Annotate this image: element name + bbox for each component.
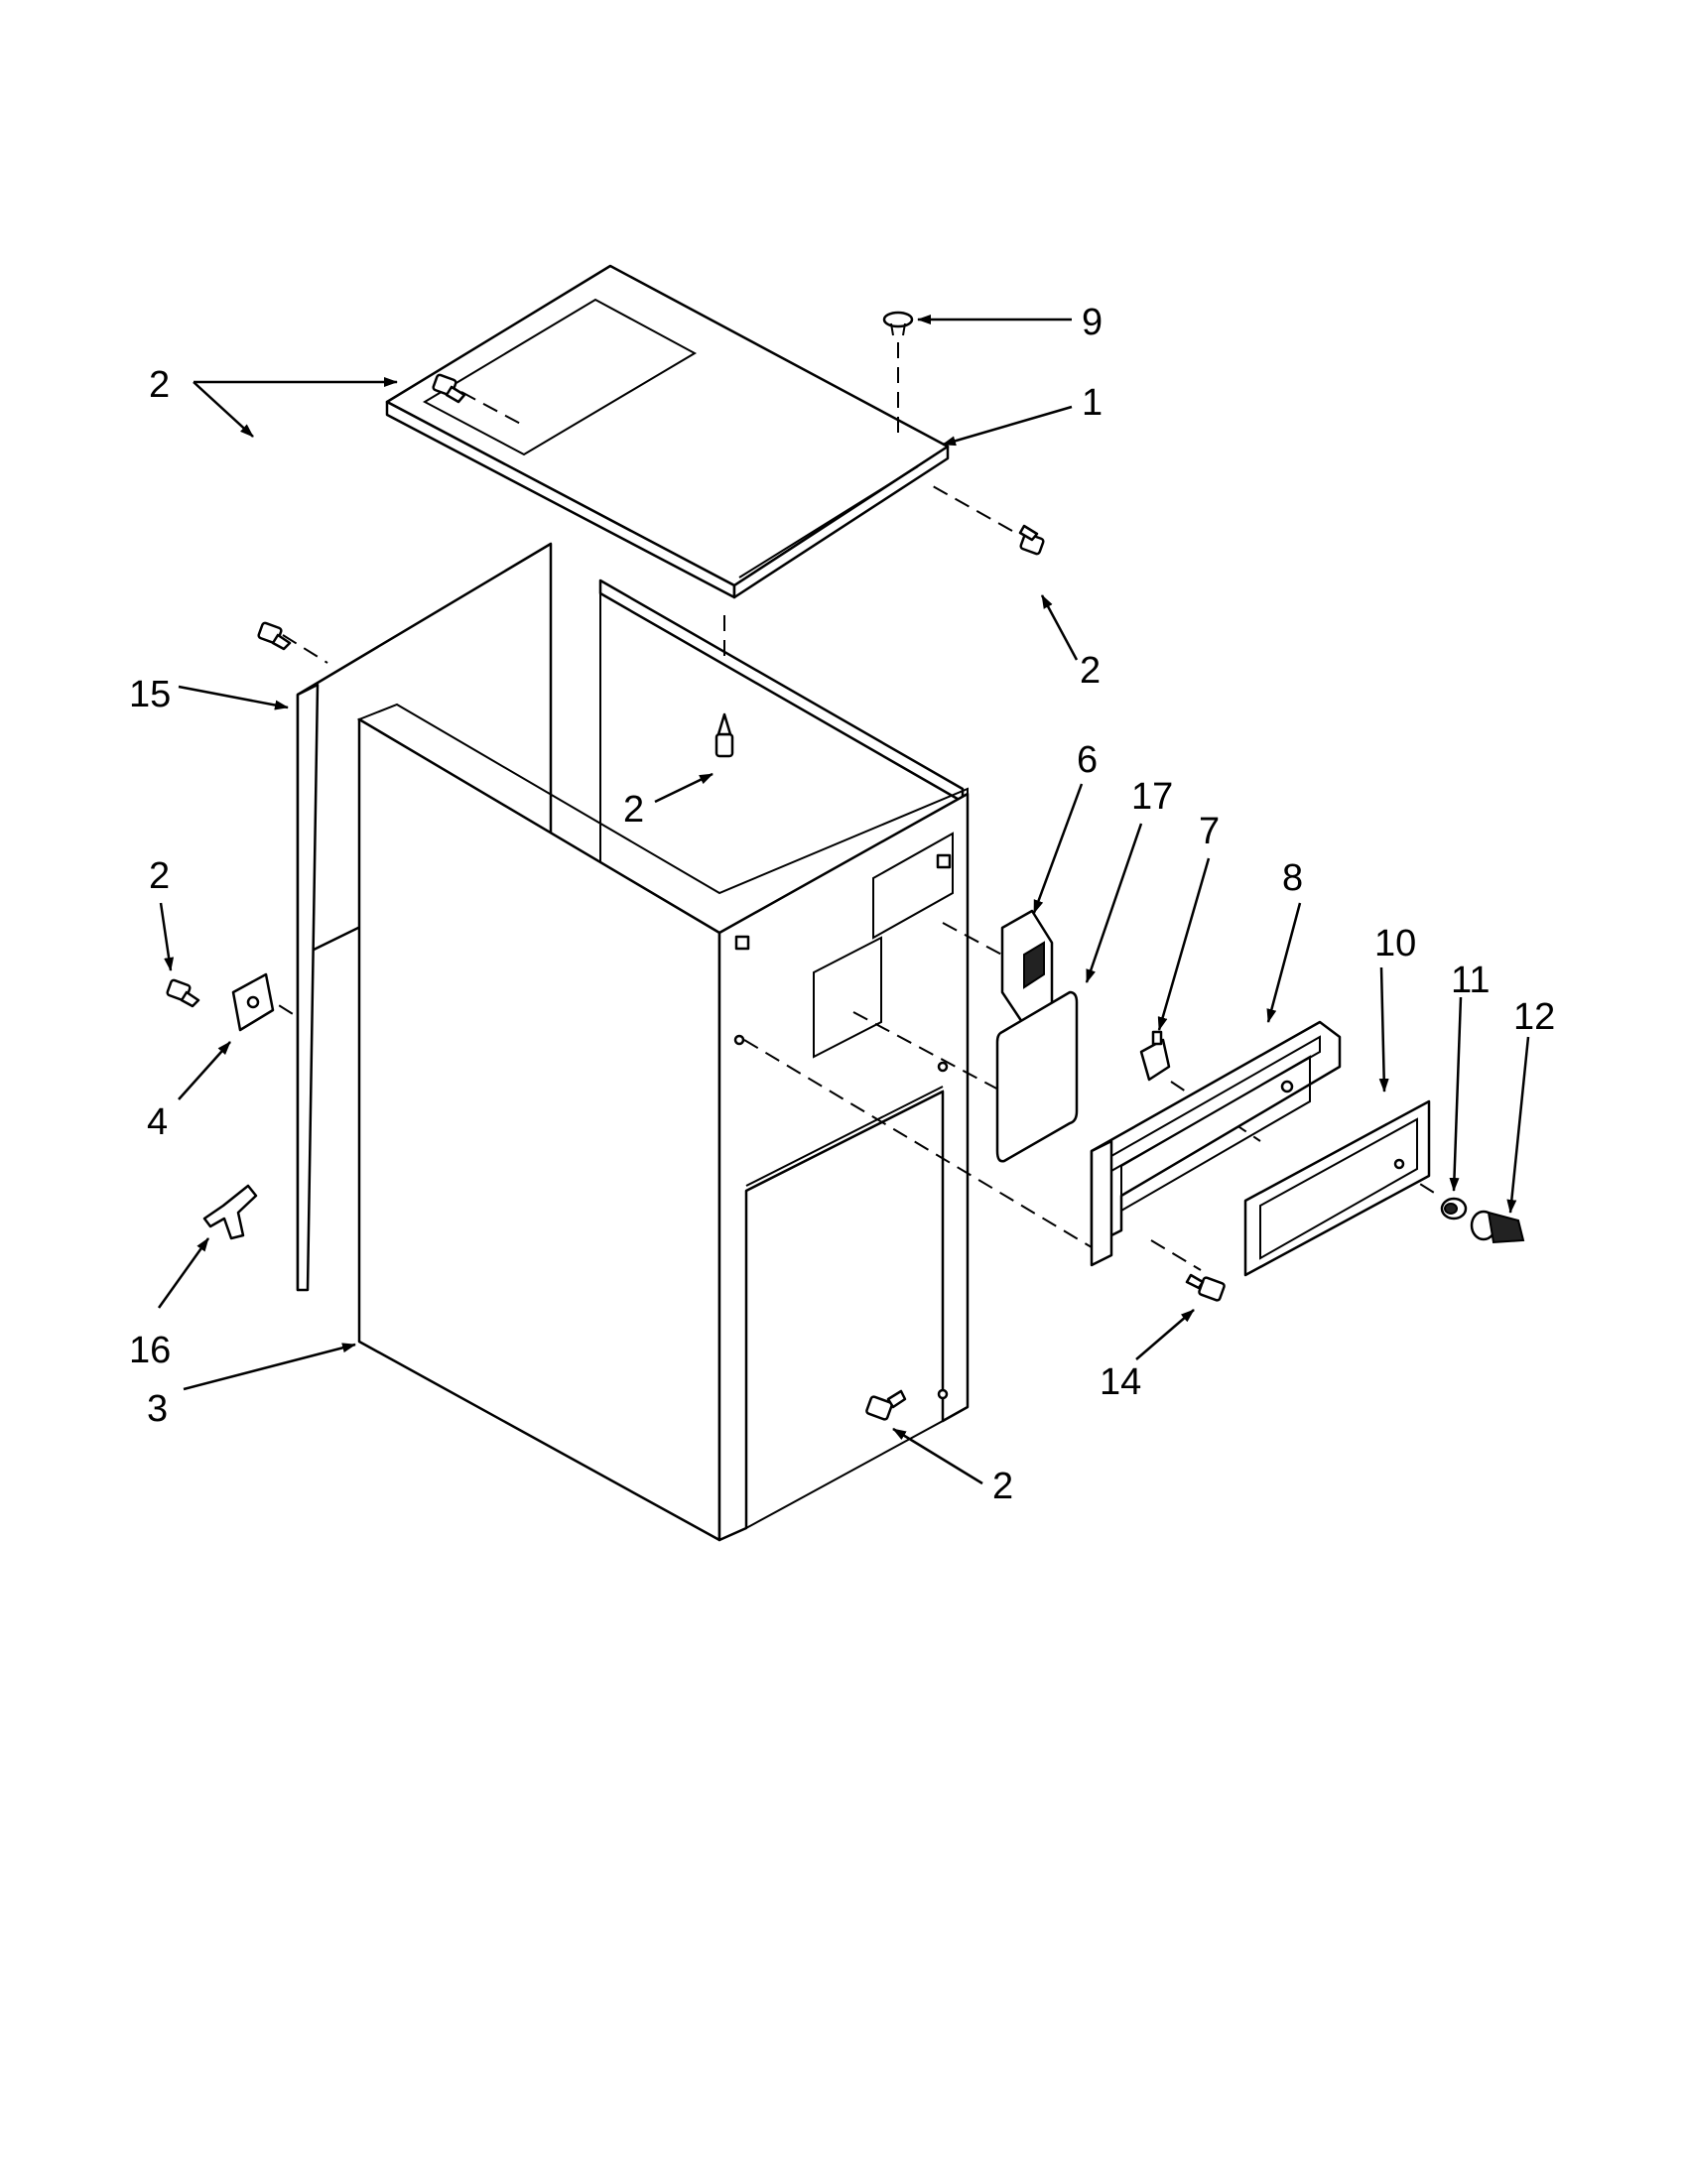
- wing-nut: [202, 1184, 258, 1240]
- console-bezel: [1090, 1020, 1342, 1267]
- callout-12: 12: [1513, 996, 1555, 1038]
- screw-bottom: [865, 1389, 907, 1421]
- callout-11: 11: [1451, 960, 1490, 1001]
- bracket-plate: [231, 972, 275, 1032]
- console-overlay: [1243, 1099, 1431, 1277]
- callout-2-top-right: 2: [1080, 650, 1101, 692]
- callout-6: 6: [1077, 739, 1098, 781]
- screw-top-right: [1018, 524, 1045, 556]
- rocker-switch: [1000, 909, 1054, 1024]
- screw-left-upper: [257, 621, 292, 651]
- small-switch: [1139, 1030, 1171, 1082]
- cabinet-body: [356, 703, 970, 1542]
- callout-2-center: 2: [623, 789, 644, 831]
- callout-9: 9: [1082, 302, 1103, 343]
- screw-top-left: [432, 373, 466, 404]
- cover-plate: [995, 990, 1079, 1163]
- callout-2-bottom: 2: [992, 1466, 1013, 1507]
- callout-15: 15: [129, 674, 171, 715]
- callout-16: 16: [129, 1330, 171, 1371]
- spacer: [1440, 1197, 1468, 1220]
- callout-2-left: 2: [149, 855, 170, 897]
- callout-3: 3: [147, 1388, 168, 1430]
- callout-17: 17: [1131, 776, 1173, 818]
- callout-14: 14: [1100, 1361, 1141, 1403]
- screw-center: [714, 712, 734, 758]
- callout-7: 7: [1199, 811, 1220, 852]
- leader-lines: [157, 315, 1530, 1485]
- screw-left-middle: [166, 978, 200, 1008]
- callout-10: 10: [1374, 923, 1416, 964]
- callout-1: 1: [1082, 382, 1103, 424]
- callout-2-top-left: 2: [149, 364, 170, 406]
- callout-4: 4: [147, 1101, 168, 1143]
- top-panel: [385, 264, 950, 599]
- screw-console: [1185, 1273, 1226, 1302]
- callout-8: 8: [1282, 857, 1303, 899]
- top-cap-button: [882, 311, 914, 336]
- control-knob: [1470, 1210, 1525, 1244]
